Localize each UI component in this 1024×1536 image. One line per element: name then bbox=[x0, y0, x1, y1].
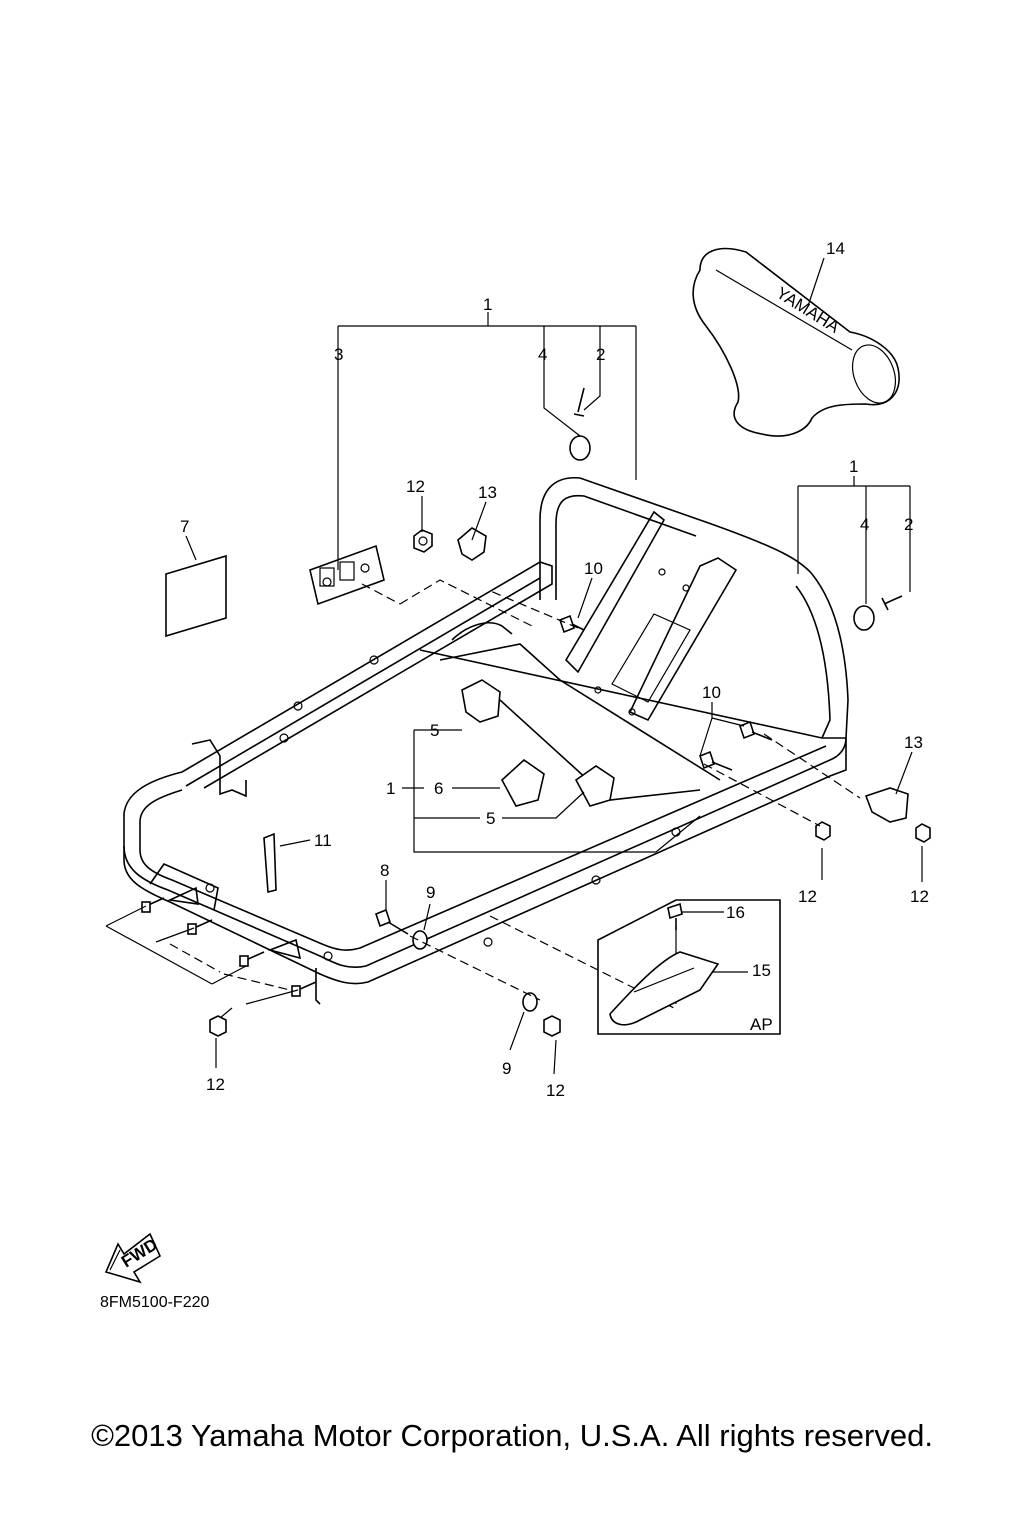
washer-9-top bbox=[412, 930, 428, 950]
grab-handle-part bbox=[309, 544, 385, 606]
drawing-code: 8FM5100-F220 bbox=[100, 1294, 210, 1311]
bolt-10-low bbox=[699, 750, 733, 771]
nut-12-bottom bbox=[543, 1015, 561, 1037]
callout-7: 7 bbox=[180, 517, 189, 536]
callout-12: 12 bbox=[406, 477, 425, 496]
front-studs bbox=[105, 897, 317, 1019]
callout-5: 5 bbox=[486, 809, 495, 828]
callout-6: 6 bbox=[434, 779, 443, 798]
bolt-10-top bbox=[559, 614, 585, 634]
callout-4: 4 bbox=[860, 515, 869, 534]
damper-4-right bbox=[853, 605, 875, 631]
callout-2: 2 bbox=[596, 345, 605, 364]
callout-13: 13 bbox=[478, 483, 497, 502]
bolt-8 bbox=[375, 908, 409, 935]
washer-9-bottom bbox=[522, 992, 538, 1012]
callout-15: 15 bbox=[752, 961, 771, 980]
callout-1: 1 bbox=[386, 779, 395, 798]
clip-13-right bbox=[864, 787, 909, 823]
callout-12: 12 bbox=[910, 887, 929, 906]
callout-12: 12 bbox=[546, 1081, 565, 1100]
bolt-10-mid bbox=[739, 720, 773, 741]
damper-4-top bbox=[569, 435, 591, 461]
callout-4: 4 bbox=[538, 345, 547, 364]
callout-3: 3 bbox=[334, 345, 343, 364]
callout-12: 12 bbox=[798, 887, 817, 906]
callout-9: 9 bbox=[502, 1059, 511, 1078]
seat-cover-part: YAMAHA bbox=[692, 247, 900, 437]
callout-9: 9 bbox=[426, 883, 435, 902]
fwd-arrow-icon: FWD bbox=[104, 1232, 162, 1284]
callout-10: 10 bbox=[702, 683, 721, 702]
strap-11 bbox=[263, 832, 277, 894]
nut-12-top bbox=[413, 529, 433, 553]
callout-12: 12 bbox=[206, 1075, 225, 1094]
callout-10: 10 bbox=[584, 559, 603, 578]
rivet-2-top bbox=[573, 387, 585, 417]
callout-14: 14 bbox=[826, 239, 845, 258]
callout-1: 1 bbox=[849, 457, 858, 476]
frame-main bbox=[123, 476, 849, 1005]
inset-label-ap: AP bbox=[750, 1015, 773, 1034]
callout-11: 11 bbox=[314, 831, 332, 850]
callout-13: 13 bbox=[904, 733, 923, 752]
callout-16: 16 bbox=[726, 903, 745, 922]
nut-12-right bbox=[815, 821, 831, 841]
clamp-5-bottom bbox=[574, 765, 615, 807]
screw-16 bbox=[667, 902, 683, 930]
clamp-5-top bbox=[461, 679, 501, 723]
callout-8: 8 bbox=[380, 861, 389, 880]
leader-lines bbox=[185, 257, 923, 1075]
clip-13-top bbox=[457, 527, 487, 561]
callout-labels: 1 3 4 2 14 12 13 7 10 1 4 2 10 13 5 1 6 … bbox=[180, 239, 929, 1100]
inset-ap: AP bbox=[597, 899, 781, 1035]
callout-1: 1 bbox=[483, 295, 492, 314]
nut-12-front bbox=[209, 1015, 227, 1037]
clamp-6 bbox=[500, 758, 545, 807]
nut-12-far-right bbox=[915, 823, 931, 843]
skid-15 bbox=[609, 951, 720, 1026]
callout-2: 2 bbox=[904, 515, 913, 534]
decal-part bbox=[165, 554, 227, 638]
copyright-notice: ©2013 Yamaha Motor Corporation, U.S.A. A… bbox=[91, 1418, 933, 1453]
rivet-2-right bbox=[881, 595, 903, 611]
callout-5: 5 bbox=[430, 721, 439, 740]
